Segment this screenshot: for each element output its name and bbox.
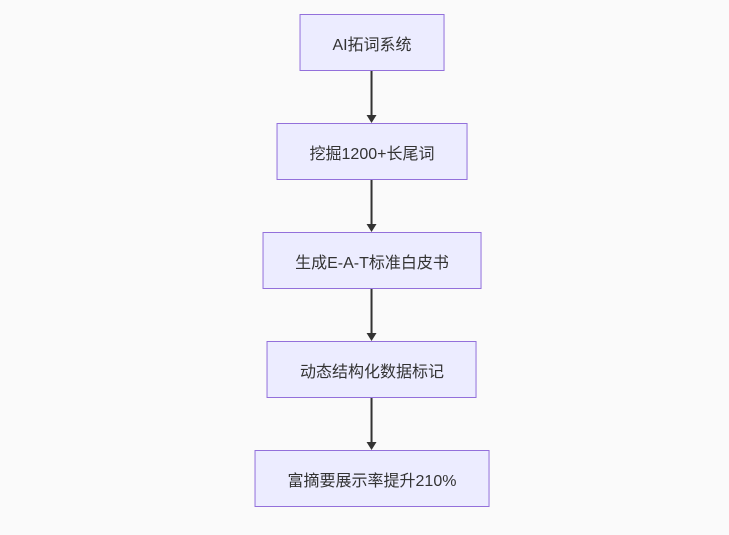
edge-line [371,71,373,115]
node-label: 动态结构化数据标记 [299,363,444,381]
flowchart-node-3: 生成E-A-T标准白皮书 [262,232,482,289]
edge-connector-1-2 [367,71,377,123]
edge-line [371,289,373,333]
edge-connector-4-5 [367,398,377,450]
arrow-down-icon [367,442,377,450]
flowchart-node-5: 富摘要展示率提升210% [254,450,490,507]
node-label: 富摘要展示率提升210% [287,472,457,490]
edge-line [371,398,373,442]
node-label: 生成E-A-T标准白皮书 [295,254,449,272]
arrow-down-icon [367,333,377,341]
flowchart-node-1: AI拓词系统 [299,14,445,71]
node-label: 挖掘1200+长尾词 [309,145,435,163]
flowchart: AI拓词系统 挖掘1200+长尾词 生成E-A-T标准白皮书 动态结构化数据标记 [254,14,490,507]
edge-connector-2-3 [367,180,377,232]
node-label: AI拓词系统 [332,36,412,54]
arrow-down-icon [367,115,377,123]
flowchart-node-4: 动态结构化数据标记 [266,341,477,398]
arrow-down-icon [367,224,377,232]
flowchart-node-2: 挖掘1200+长尾词 [276,123,468,180]
edge-connector-3-4 [367,289,377,341]
edge-line [371,180,373,224]
